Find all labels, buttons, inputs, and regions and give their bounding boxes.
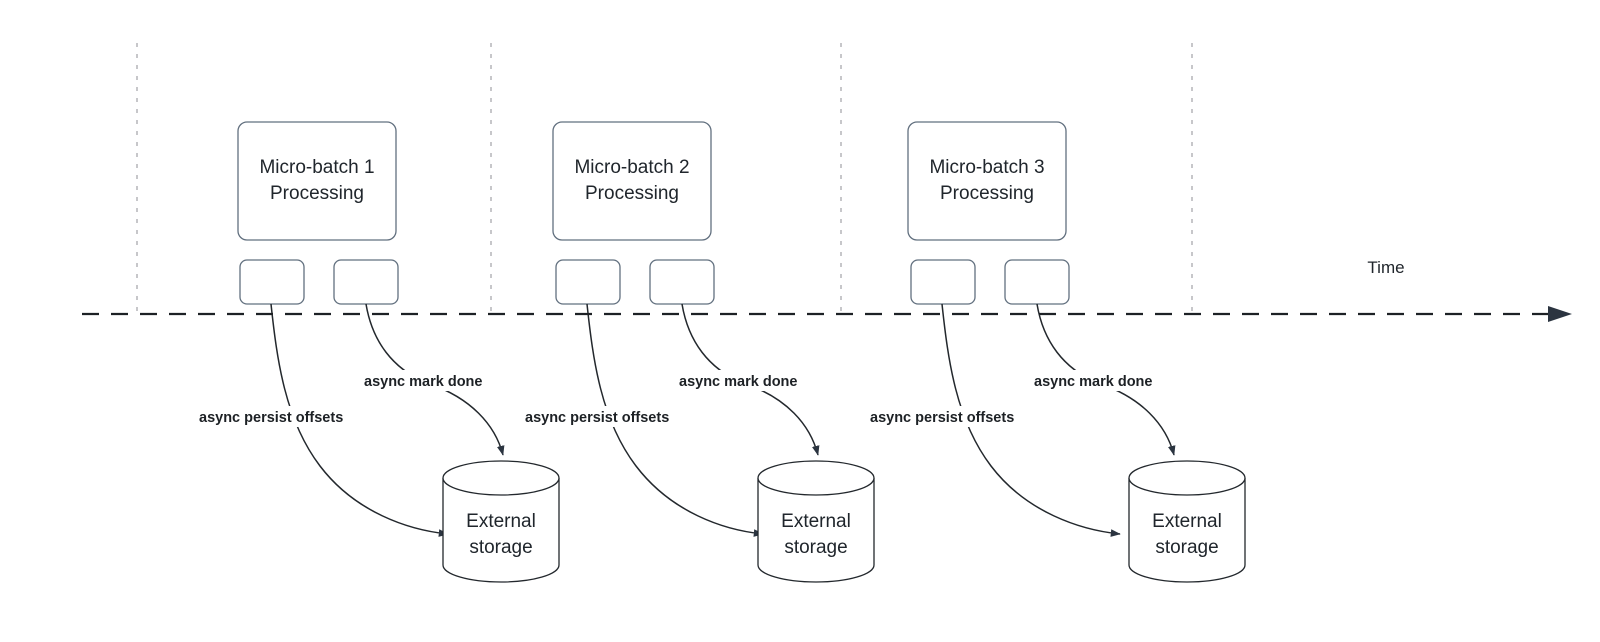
time-axis: Time [82,258,1572,322]
storage-cylinder-1-line2: storage [469,537,532,558]
edge-mark-2-label-bg [675,370,817,391]
edge-persist-1-label: async persist offsets [199,410,343,426]
process-box-2[interactable] [552,121,712,241]
storage-cylinder-2-top [757,460,875,496]
storage-cylinder-1-line1: External [466,511,536,532]
edge-persist-3-label-bg [866,406,1046,427]
edge-mark-1-label-bg [360,370,502,391]
process-box-1[interactable] [237,121,397,241]
storage-cylinder-3-line2: storage [1155,537,1218,558]
process-box-2-line2: Processing [585,183,679,204]
edge-persist-1-path [270,303,449,537]
task-box-1b[interactable] [333,259,399,305]
edge-mark-1-label: async mark done [364,374,482,390]
process-box-3[interactable] [907,121,1067,241]
edge-persist-2-label-bg [521,406,701,427]
task-box-3a[interactable] [910,259,976,305]
storage-cylinder-1[interactable]: External storage [442,460,560,583]
storage-cylinder-3[interactable]: External storage [1128,460,1246,583]
group-1: Micro-batch 1 Processing async persist o… [195,121,560,583]
storage-cylinder-2-body [757,478,875,583]
edge-persist-2-label: async persist offsets [525,410,669,426]
edge-persist-2-path [586,303,764,537]
storage-cylinder-1-top [442,460,560,496]
storage-cylinder-2-line2: storage [784,537,847,558]
tick-lines-group [136,43,1193,317]
storage-cylinder-2-line1: External [781,511,851,532]
process-box-3-line2: Processing [940,183,1034,204]
storage-cylinder-3-top [1128,460,1246,496]
edge-mark-2-label: async mark done [679,374,797,390]
edge-persist-3-path [941,303,1121,537]
edge-persist-3-label: async persist offsets [870,410,1014,426]
storage-cylinder-3-line1: External [1152,511,1222,532]
task-box-2b[interactable] [649,259,715,305]
storage-cylinder-2[interactable]: External storage [757,460,875,583]
group-2: Micro-batch 2 Processing async persist o… [521,121,875,583]
task-box-3b[interactable] [1004,259,1070,305]
task-box-2a[interactable] [555,259,621,305]
process-box-1-line2: Processing [270,183,364,204]
time-axis-label: Time [1367,258,1404,277]
storage-cylinder-1-body [442,478,560,583]
edge-persist-1-label-bg [195,406,375,427]
edge-mark-3-label: async mark done [1034,374,1152,390]
storage-cylinder-3-body [1128,478,1246,583]
edge-mark-3-label-bg [1030,370,1172,391]
time-axis-arrowhead [1548,306,1572,322]
group-3: Micro-batch 3 Processing async persist o… [866,121,1246,583]
process-box-1-line1: Micro-batch 1 [259,157,374,178]
task-box-1a[interactable] [239,259,305,305]
process-box-3-line1: Micro-batch 3 [929,157,1044,178]
process-box-2-line1: Micro-batch 2 [574,157,689,178]
